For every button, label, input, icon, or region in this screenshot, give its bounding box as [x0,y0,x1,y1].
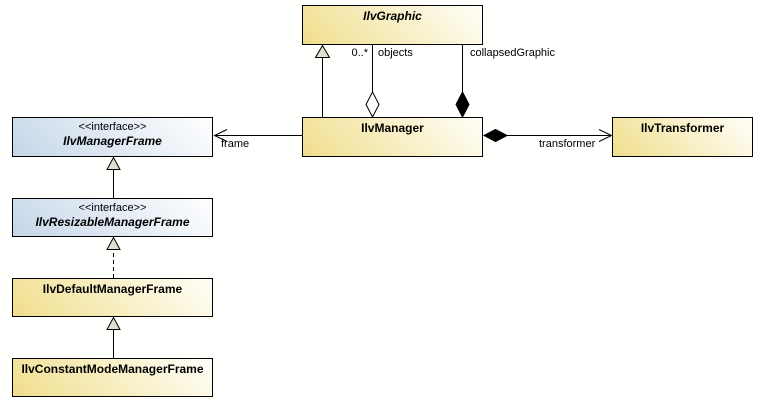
stereotype-label: <<interface>> [78,121,147,133]
class-box-ilvconstantmodemanagerframe: IlvConstantModeManagerFrame [12,358,213,397]
class-name: IlvManager [361,121,424,135]
generalization-constant-to-default [106,316,121,358]
multiplicity-label-objects: 0..* [351,47,368,59]
class-name: IlvTransformer [640,121,725,135]
composition-transformer [482,128,613,143]
generalization-manager-to-graphic [314,44,331,117]
interface-box-ilvmanagerframe: <<interface>> IlvManagerFrame [12,117,213,157]
realization-default-to-resizable [106,236,121,278]
class-name: IlvDefaultManagerFrame [42,282,183,296]
interface-box-ilvresizablemanagerframe: <<interface>> IlvResizableManagerFrame [12,198,213,237]
class-box-ilvtransformer: IlvTransformer [612,117,753,157]
class-box-ilvmanager: IlvManager [302,117,483,157]
role-label-objects: objects [378,47,413,59]
class-box-ilvdefaultmanagerframe: IlvDefaultManagerFrame [12,278,213,317]
class-box-ilvgraphic: IlvGraphic [302,5,483,45]
class-name: IlvResizableManagerFrame [35,215,190,229]
role-label-transformer: transformer [539,138,596,150]
stereotype-label: <<interface>> [78,202,147,214]
role-label-frame: frame [221,138,250,150]
class-name: IlvConstantModeManagerFrame [21,362,204,376]
class-name: IlvGraphic [363,9,422,23]
association-frame [213,129,302,142]
composition-collapsed-graphic [455,45,470,119]
role-label-collapsedgraphic: collapsedGraphic [470,47,555,59]
generalization-resizable-to-managerframe [106,156,121,198]
class-name: IlvManagerFrame [63,134,162,148]
